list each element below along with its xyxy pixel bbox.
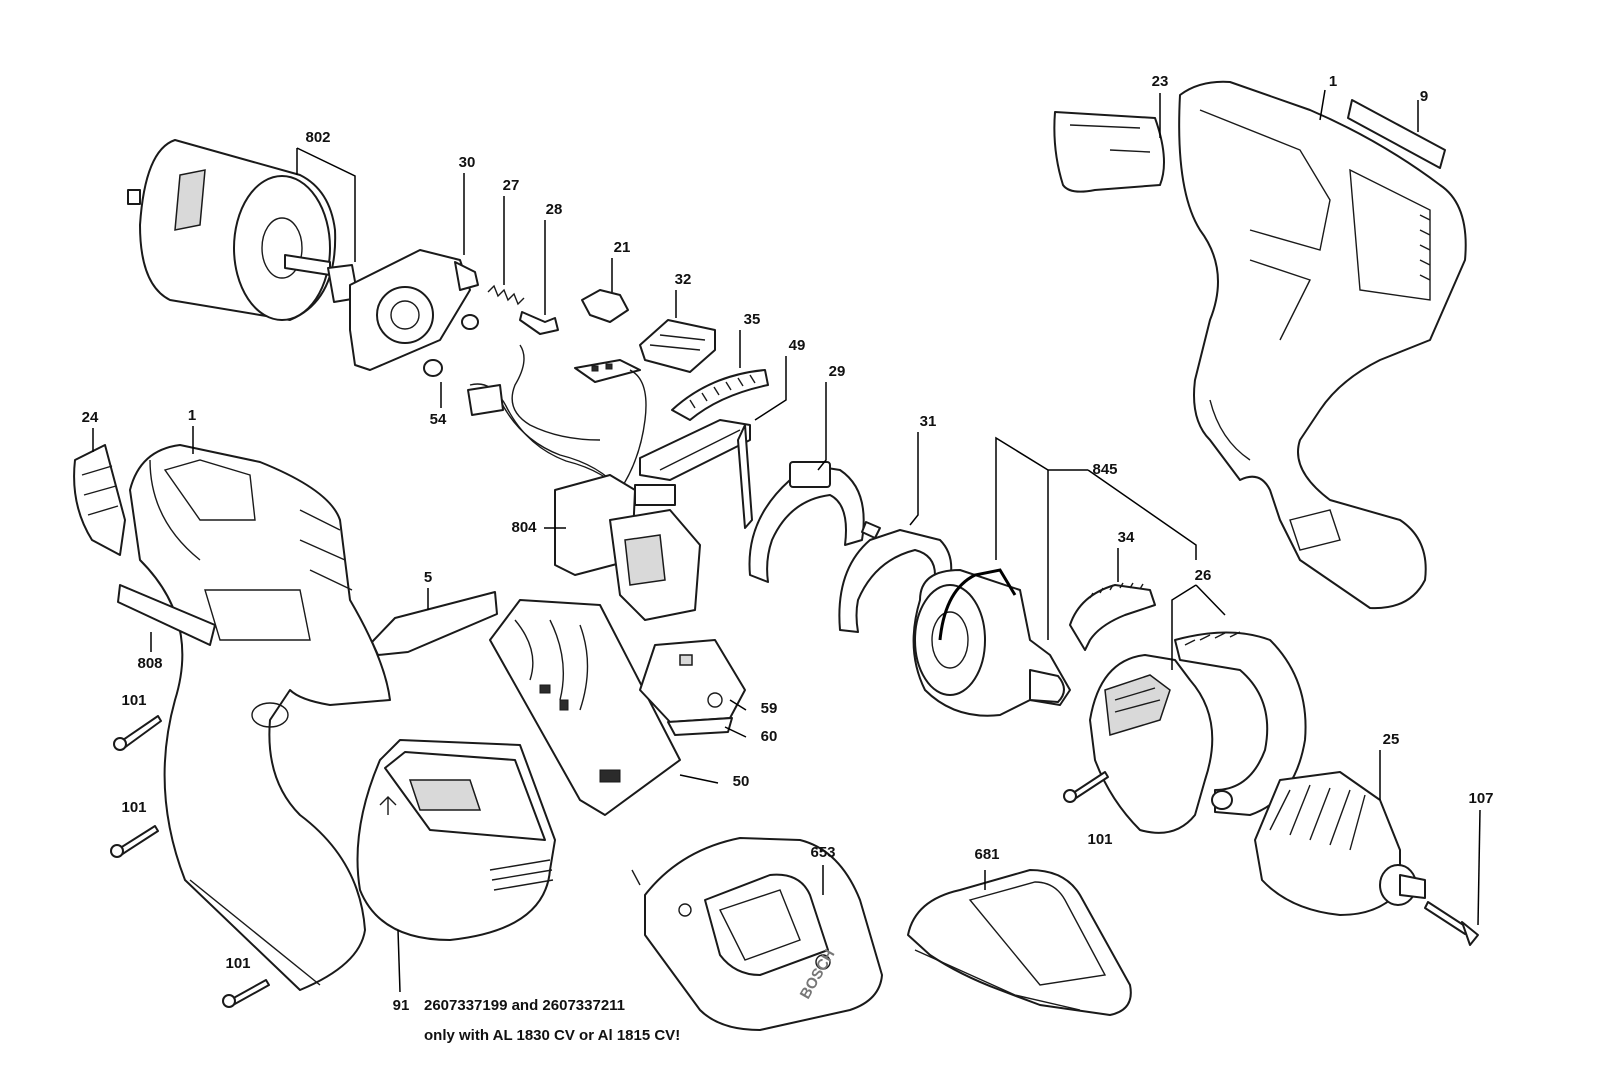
ring-29 (748, 461, 865, 583)
label-101-a: 101 (121, 692, 146, 709)
label-plate-9 (1347, 99, 1446, 169)
label-681: 681 (974, 846, 999, 863)
motor-802 (127, 139, 359, 321)
grip-pad-5 (371, 591, 498, 656)
battery-91 (356, 739, 556, 941)
label-27: 27 (503, 177, 520, 194)
cover-59-60 (639, 639, 746, 736)
label-60: 60 (761, 728, 778, 745)
label-5: 5 (424, 569, 432, 586)
pcb-49 (639, 419, 753, 529)
label-32: 32 (675, 271, 692, 288)
label-24: 24 (82, 409, 99, 426)
label-808: 808 (137, 655, 162, 672)
charger-653: BOSCH (631, 837, 883, 1031)
label-804: 804 (511, 519, 537, 536)
screw-101-d (1063, 771, 1109, 803)
label-29: 29 (829, 363, 846, 380)
front-housing-26-left (1089, 654, 1214, 834)
gear-plate (349, 249, 479, 371)
left-housing-1 (129, 444, 391, 991)
gearbox-845 (912, 568, 1071, 717)
label-34: 34 (1118, 529, 1135, 546)
spring-27 (487, 284, 525, 306)
label-26: 26 (1195, 567, 1212, 584)
end-cap-23 (1053, 111, 1165, 193)
label-35: 35 (744, 311, 761, 328)
battery-note-line2: only with AL 1830 CV or Al 1815 CV! (424, 1027, 680, 1044)
label-107: 107 (1468, 790, 1493, 807)
label-23: 23 (1152, 73, 1169, 90)
label-91: 91 (393, 997, 410, 1014)
label-101-c: 101 (225, 955, 250, 972)
battery-note-line1: 2607337199 and 2607337211 (424, 997, 625, 1014)
label-1-right: 1 (1329, 73, 1337, 90)
wiring (467, 344, 647, 497)
leader-lines (92, 89, 1481, 993)
chuck-25 (1254, 771, 1426, 916)
slider-35 (671, 369, 769, 421)
label-9: 9 (1420, 88, 1428, 105)
pcb-50 (489, 599, 681, 816)
gear-segment-34 (1069, 582, 1156, 651)
screw-101-a (113, 715, 162, 751)
switch-21 (581, 289, 629, 323)
contact-32 (639, 319, 716, 373)
label-54: 54 (430, 411, 447, 428)
label-28: 28 (546, 201, 563, 218)
label-49: 49 (789, 337, 806, 354)
label-31: 31 (920, 413, 937, 430)
pin-28 (519, 311, 559, 335)
label-845: 845 (1092, 461, 1117, 478)
label-21: 21 (614, 239, 631, 256)
label-653: 653 (810, 844, 835, 861)
label-30: 30 (459, 154, 476, 171)
cover-681 (907, 869, 1132, 1016)
electronic-switch-804 (554, 474, 701, 621)
label-1-left: 1 (188, 407, 196, 424)
screw-107 (1424, 901, 1479, 946)
end-cap-24 (73, 444, 126, 556)
ring-31 (838, 521, 953, 633)
battery-note: 2607337199 and 2607337211 only with AL 1… (424, 997, 680, 1044)
label-101-b: 101 (121, 799, 146, 816)
label-50: 50 (733, 773, 750, 790)
label-101-d: 101 (1087, 831, 1112, 848)
screw-101-b (110, 825, 159, 858)
small-contact-board (574, 359, 641, 383)
label-plate-808 (117, 584, 216, 646)
bushings-54 (423, 314, 479, 377)
label-59: 59 (761, 700, 778, 717)
right-housing-1 (1178, 80, 1467, 610)
part-labels: 802 30 27 28 21 32 35 49 29 31 845 34 26… (82, 73, 1494, 1014)
label-802: 802 (305, 129, 330, 146)
label-25: 25 (1383, 731, 1400, 748)
screw-101-c (222, 979, 270, 1008)
